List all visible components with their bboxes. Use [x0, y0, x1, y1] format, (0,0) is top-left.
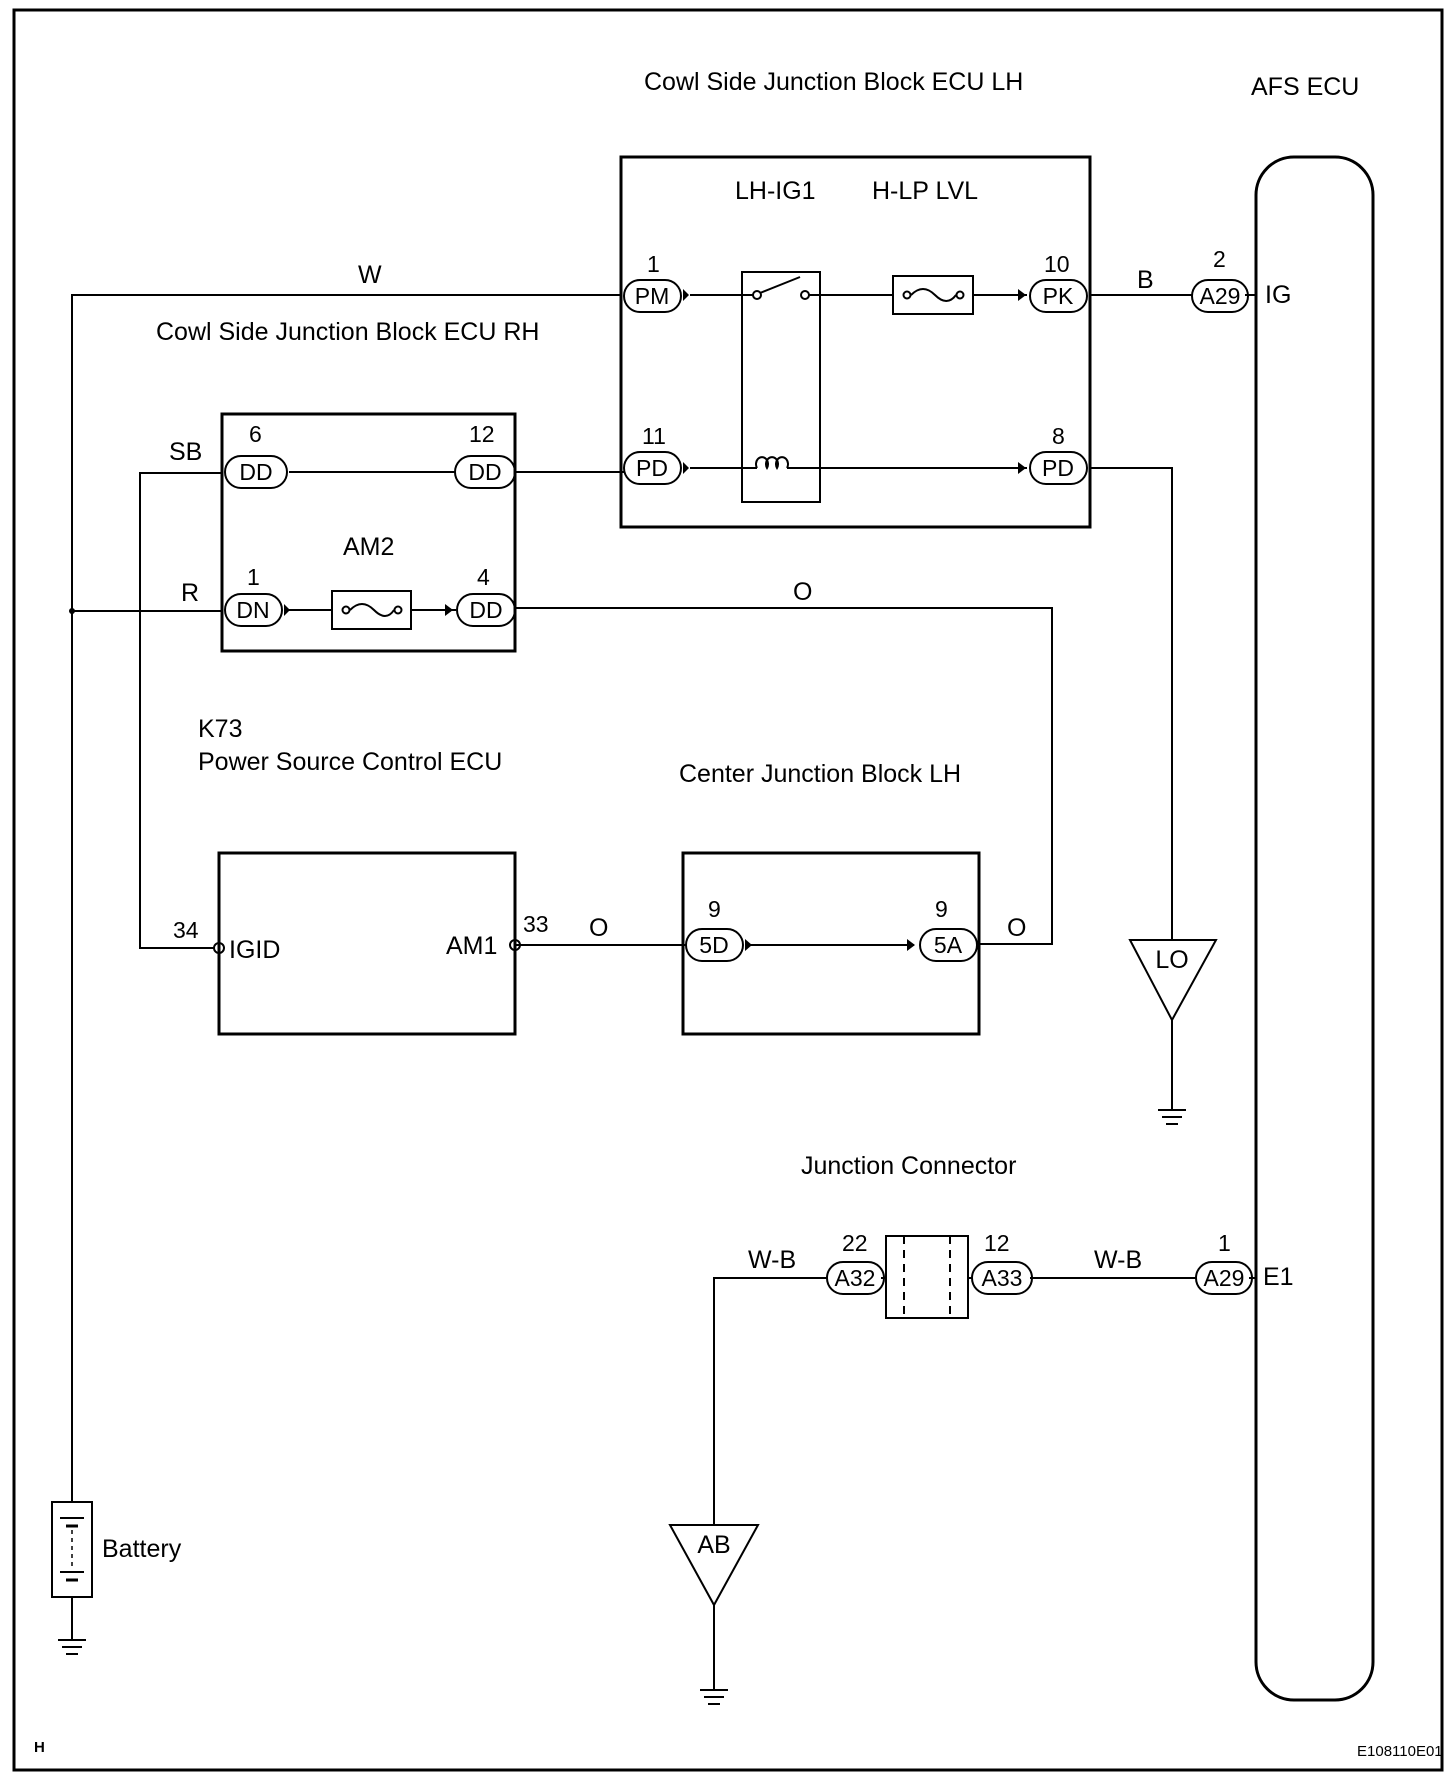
label-cowl-rh: Cowl Side Junction Block ECU RH — [156, 318, 539, 346]
relay-coil-icon — [755, 456, 789, 471]
pin-number: 2 — [1213, 246, 1226, 272]
connector-code: DD — [239, 459, 272, 485]
terminal-name-am1: AM1 — [446, 932, 497, 960]
pin-number: 4 — [477, 564, 490, 590]
wire-label-wb: W-B — [748, 1246, 796, 1274]
wire-label-r: R — [181, 579, 199, 607]
ground-label-lo: LO — [1155, 946, 1188, 974]
wire-label-w: W — [358, 261, 382, 289]
pin-number: 1 — [647, 251, 660, 277]
pin-number: 33 — [523, 911, 549, 937]
connector-pm — [623, 279, 682, 313]
terminal-name-igid: IGID — [229, 936, 280, 964]
wire-label-o: O — [793, 578, 812, 606]
wire-wb-left — [713, 1277, 827, 1525]
relay-switch — [759, 276, 801, 294]
connector-5a — [919, 928, 978, 962]
connector-code: 5A — [934, 932, 963, 958]
fuse-am2-icon — [331, 590, 412, 630]
diagram-frame — [12, 8, 1444, 1772]
connector-dd4 — [456, 593, 516, 627]
fuse-hlp-lvl-icon — [892, 275, 974, 315]
pin-number: 10 — [1044, 251, 1070, 277]
ground-icon — [700, 1689, 728, 1705]
pin-number: 1 — [247, 564, 260, 590]
cowl-rh-box — [220, 412, 517, 653]
connector-5d — [685, 928, 744, 962]
connector-a33 — [971, 1261, 1033, 1295]
pin-number: 9 — [708, 896, 721, 922]
pin-number: 9 — [935, 896, 948, 922]
wire-label-sb: SB — [169, 438, 202, 466]
wire-w — [71, 294, 620, 1502]
ground-point-ab — [668, 1524, 760, 1608]
wire-label-wb: W-B — [1094, 1246, 1142, 1274]
ground-label-ab: AB — [697, 1531, 730, 1559]
wire-o-upper — [514, 607, 1053, 945]
label-cowl-lh: Cowl Side Junction Block ECU LH — [644, 68, 1023, 96]
connector-code: DN — [236, 597, 269, 623]
label-fuse-hlp-lvl: H-LP LVL — [872, 177, 978, 205]
relay-lh-ig1 — [741, 271, 821, 503]
pin-number: 22 — [842, 1230, 868, 1256]
connector-dn — [224, 593, 283, 627]
connector-code: A29 — [1204, 1265, 1245, 1291]
connector-dd12 — [454, 455, 516, 489]
connector-pd11 — [623, 451, 682, 485]
connector-code: A32 — [835, 1265, 876, 1291]
corner-letter: H — [34, 1739, 45, 1756]
pin-number: 6 — [249, 421, 262, 447]
label-junction-connector: Junction Connector — [801, 1152, 1016, 1180]
cowl-lh-box — [619, 155, 1092, 529]
terminal-igid — [213, 942, 225, 954]
wire-label-o: O — [1007, 914, 1026, 942]
wire-label-o: O — [589, 914, 608, 942]
terminal-am1 — [509, 939, 521, 951]
wire-pd8-lo — [1089, 467, 1173, 940]
ground-icon — [1158, 1109, 1186, 1125]
connector-pk — [1029, 279, 1088, 313]
label-afs-ecu: AFS ECU — [1251, 73, 1359, 101]
wire-label-b: B — [1137, 266, 1154, 294]
ground-point-lo — [1128, 939, 1218, 1023]
relay-contact — [752, 290, 762, 300]
pin-number: 12 — [469, 421, 495, 447]
label-relay-lh-ig1: LH-IG1 — [735, 177, 816, 205]
label-k73-code: K73 — [198, 715, 242, 743]
afs-ecu-bar — [1254, 155, 1375, 1702]
connector-a29-e1 — [1195, 1261, 1253, 1295]
connector-code: 5D — [699, 932, 728, 958]
pin-number: 12 — [984, 1230, 1010, 1256]
pin-number: 11 — [642, 423, 666, 449]
connector-code: PD — [1042, 455, 1074, 481]
connector-code: PK — [1043, 283, 1074, 309]
connector-a32 — [826, 1261, 885, 1295]
connector-code: DD — [468, 459, 501, 485]
wire-sb — [139, 472, 223, 949]
connector-code: PD — [636, 455, 668, 481]
ground-icon — [58, 1639, 86, 1655]
pin-number: 8 — [1052, 423, 1065, 449]
pin-number: 34 — [173, 917, 199, 943]
connector-pd8 — [1029, 451, 1088, 485]
junction-connector-icon — [885, 1235, 969, 1319]
connector-code: PM — [635, 283, 670, 309]
terminal-name-e1: E1 — [1263, 1263, 1294, 1291]
pin-number: 1 — [1218, 1230, 1231, 1256]
connector-code: A29 — [1200, 283, 1241, 309]
label-fuse-am2: AM2 — [343, 533, 394, 561]
connector-dd6 — [224, 455, 288, 489]
figure-code: E108110E01 — [1357, 1743, 1443, 1760]
label-k73-name: Power Source Control ECU — [198, 748, 502, 776]
label-battery: Battery — [102, 1535, 182, 1563]
terminal-name-ig: IG — [1265, 281, 1291, 309]
connector-a29-ig — [1191, 279, 1249, 313]
label-center-jb: Center Junction Block LH — [679, 760, 961, 788]
connector-code: A33 — [982, 1265, 1023, 1291]
connector-code: DD — [469, 597, 502, 623]
